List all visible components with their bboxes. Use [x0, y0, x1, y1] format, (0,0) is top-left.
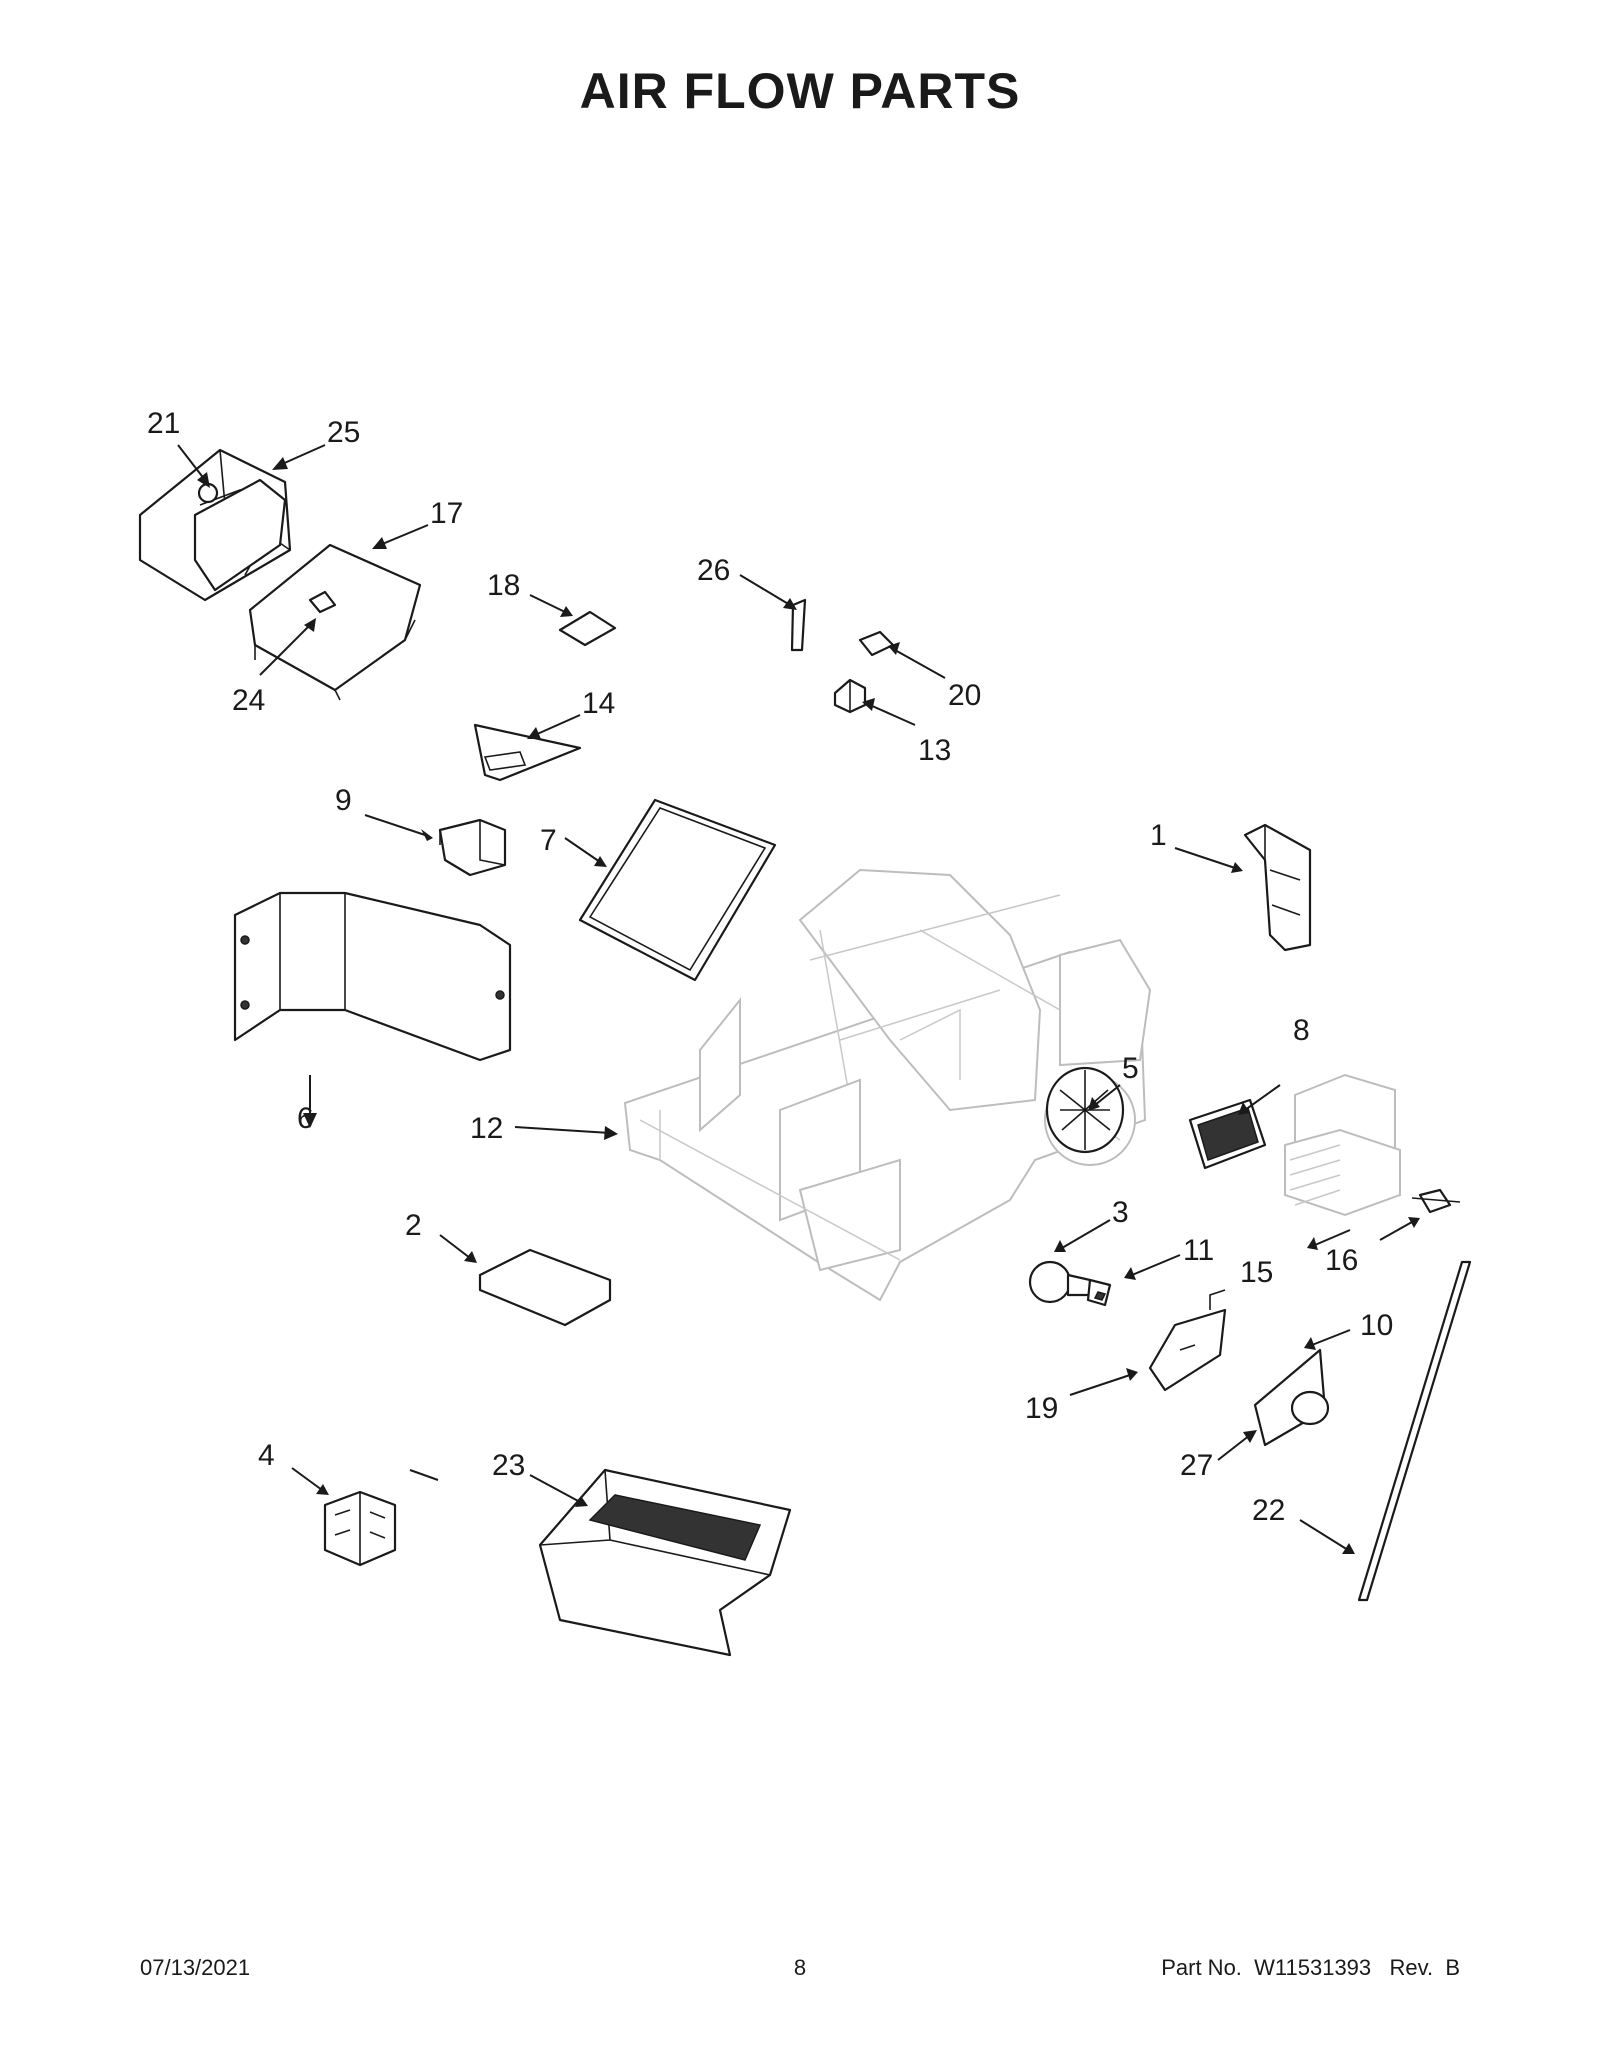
callout-5: 5	[1122, 1052, 1139, 1085]
callout-20: 20	[948, 679, 981, 712]
callout-14: 14	[582, 687, 615, 720]
part-10-motor-bracket	[1253, 1348, 1330, 1447]
part-15-transformer	[1284, 1073, 1401, 1217]
part-13-clip	[833, 678, 867, 714]
part-18-pad	[558, 610, 617, 647]
callout-25: 25	[327, 416, 360, 449]
callout-9: 9	[335, 784, 352, 817]
callout-11: 11	[1183, 1234, 1214, 1267]
callout-23: 23	[492, 1449, 525, 1482]
callout-26: 26	[697, 554, 730, 587]
callout-22: 22	[1252, 1494, 1285, 1527]
callout-19: 19	[1025, 1392, 1058, 1425]
callout-16: 16	[1325, 1244, 1358, 1277]
part-7-filter-frame	[578, 798, 777, 982]
callout-7: 7	[540, 824, 557, 857]
part-3-lamp	[1028, 1260, 1092, 1304]
leader-lines	[177, 444, 1413, 1551]
part-11-lamp-socket	[1086, 1278, 1112, 1307]
part-2-plate	[478, 1248, 612, 1327]
leader-arrowheads	[197, 457, 1420, 1554]
callout-21: 21	[147, 407, 180, 440]
callout-4: 4	[258, 1439, 275, 1472]
part-8-grille	[1188, 1098, 1267, 1170]
part-20-bracket	[858, 630, 895, 657]
part-9-damper	[438, 818, 507, 877]
footer-part-number: Part No. W11531393 Rev. B	[1161, 1955, 1460, 1980]
callout-2: 2	[405, 1209, 422, 1242]
callout-24: 24	[232, 684, 265, 717]
callout-13: 13	[918, 734, 951, 767]
part-16-fuse	[1411, 1188, 1461, 1214]
part-22-rod	[1357, 1260, 1472, 1602]
footer-date: 07/13/2021	[140, 1955, 251, 1980]
part-6-baffle-panel	[233, 891, 512, 1062]
callout-12: 12	[470, 1112, 503, 1145]
callout-10: 10	[1360, 1309, 1393, 1342]
callout-18: 18	[487, 569, 520, 602]
callout-17: 17	[430, 497, 463, 530]
part-23-vent-grille	[538, 1468, 792, 1657]
footer-page-number: 8	[793, 1955, 807, 1980]
part-4-bracket	[323, 1490, 397, 1567]
page-title: AIR FLOW PARTS	[579, 63, 1021, 119]
callout-27: 27	[1180, 1449, 1213, 1482]
part-26-hose	[790, 598, 807, 652]
part-14-plate	[473, 723, 582, 782]
part-25-vent-box	[138, 448, 292, 602]
part-1-bracket	[1243, 823, 1312, 952]
part-19-circuit-board	[1148, 1289, 1227, 1392]
callout-1: 1	[1150, 819, 1167, 852]
part-5-blower-wheel	[1045, 1066, 1125, 1154]
callout-6: 6	[297, 1102, 314, 1135]
callout-3: 3	[1112, 1196, 1129, 1229]
callout-labels: 1 2 3 4 5 6 7 8 9 10 11 12 13 14 15 16 1…	[147, 407, 1393, 1527]
part-17-duct-cover	[248, 543, 422, 701]
callout-8: 8	[1293, 1014, 1310, 1047]
callout-15: 15	[1240, 1256, 1273, 1289]
